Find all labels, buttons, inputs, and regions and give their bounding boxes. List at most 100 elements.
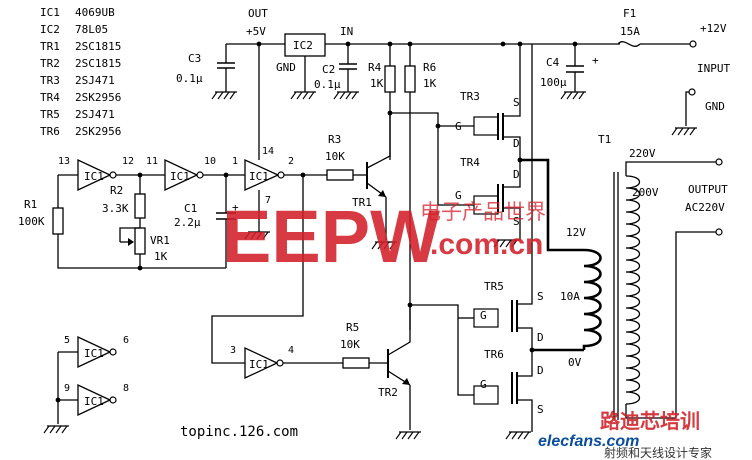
r4-resistor [384, 65, 396, 93]
parts-list-ref: TR4 [40, 91, 60, 104]
tap-200v: 200V [632, 186, 659, 199]
c4-polarity: + [592, 54, 599, 67]
bottom-caption-cn: 射频和天线设计专家 [604, 445, 712, 460]
r1-value: 100K [18, 215, 45, 228]
r6-label: R6 [423, 61, 436, 74]
vr1-potentiometer [134, 227, 146, 255]
eepw-logo: EEPW [222, 195, 440, 278]
parts-list-ref: TR5 [40, 108, 60, 121]
regulator-section: OUT +5V IN GND IC2 C3 0.1μ C2 0.1 [176, 7, 620, 160]
ic1-gate-label: IC1 [170, 170, 190, 183]
ic1-gate-label: IC1 [84, 170, 104, 183]
t1-label: T1 [598, 133, 611, 146]
ground-symbol [290, 91, 317, 100]
pin-label: 14 [262, 146, 274, 157]
pin-label: 3 [230, 345, 236, 356]
gate-label: G [455, 189, 462, 202]
ground-symbol [333, 91, 360, 100]
r3-resistor [326, 169, 354, 181]
eepw-domain: .com.cn [430, 228, 543, 261]
c3-label: C3 [188, 52, 201, 65]
parts-list-ref: TR1 [40, 40, 60, 53]
ic1-gate-label: IC1 [84, 395, 104, 408]
ground-symbol [671, 127, 698, 136]
tr3-label: TR3 [460, 90, 480, 103]
r2-resistor [134, 193, 146, 219]
parts-list-ref: IC1 [40, 6, 60, 19]
supply-section: F1 15A +12V C4 100μ + INPUT GND [540, 7, 730, 136]
source-url: topinc.126.com [180, 424, 298, 440]
ground-symbol [211, 91, 238, 100]
ic1-gate-label: IC1 [249, 358, 269, 371]
pin-label: 6 [123, 335, 129, 346]
c4-label: C4 [546, 56, 560, 69]
tr1-driver: R3 10K TR1 [325, 110, 474, 250]
primary-tap-12v: 12V [566, 226, 586, 239]
gate-label: G [455, 120, 462, 133]
drain-label: D [513, 137, 520, 150]
r2-label: R2 [110, 184, 123, 197]
drain-label: D [537, 331, 544, 344]
parts-list-part: 78L05 [75, 23, 108, 36]
c2-value: 0.1μ [314, 78, 341, 91]
out-voltage-label: +5V [246, 25, 266, 38]
source-label: S [513, 96, 520, 109]
tr2-label: TR2 [378, 386, 398, 399]
pin-label: 13 [58, 156, 70, 167]
primary-winding [582, 248, 602, 350]
r2-value: 3.3K [102, 202, 129, 215]
input-label: INPUT [697, 62, 730, 75]
r3-label: R3 [328, 133, 341, 146]
parts-list-ref: TR2 [40, 57, 60, 70]
parts-list-part: 2SK2956 [75, 125, 121, 138]
pull-up-resistors: R4 1K R6 1K [368, 44, 437, 330]
ic1-gate-label: IC1 [249, 170, 269, 183]
parts-list-part: 2SC1815 [75, 40, 121, 53]
vr1-value: 1K [154, 250, 168, 263]
c3-value: 0.1μ [176, 72, 203, 85]
supply-terminal[interactable] [689, 40, 697, 48]
ground-symbol [43, 425, 70, 434]
tr2-driver: IC1 3 4 R5 10K TR2 [211, 172, 474, 440]
corner-logo-cn: 路迪芯培训 [600, 409, 700, 433]
output-label: OUTPUT [688, 183, 728, 196]
source-label: S [513, 215, 520, 228]
r5-resistor [342, 357, 370, 369]
parts-list-ref: TR6 [40, 125, 60, 138]
parts-list-part: 2SC1815 [75, 57, 121, 70]
parts-list-part: 2SJ471 [75, 74, 115, 87]
ground-symbol [395, 431, 422, 440]
mosfet-stage: TR3 G S D TR4 G D S TR5 G S D TR6 G [455, 44, 584, 440]
pin-label: 1 [232, 156, 238, 167]
ground-symbol [505, 431, 532, 440]
parts-list-part: 2SK2956 [75, 91, 121, 104]
pin-label: 8 [123, 383, 129, 394]
c1-polarity: + [232, 201, 239, 214]
pin-label: 7 [265, 195, 271, 206]
c4-value: 100μ [540, 76, 567, 89]
tr4-label: TR4 [460, 156, 480, 169]
tr5-label: TR5 [484, 280, 504, 293]
vr1-label: VR1 [150, 234, 170, 247]
r6-value: 1K [423, 77, 437, 90]
ic2-label: IC2 [293, 39, 313, 52]
gnd-pin-label: GND [276, 61, 296, 74]
c1-value: 2.2μ [174, 216, 201, 229]
parts-list-part: 4069UB [75, 6, 115, 19]
drain-label: D [513, 168, 520, 181]
fuse-symbol [617, 41, 641, 47]
tr6-label: TR6 [484, 348, 504, 361]
output-terminal-common[interactable] [715, 228, 723, 236]
output-terminal-220v[interactable] [715, 158, 723, 166]
input-gnd-label: GND [705, 100, 725, 113]
parts-list-part: 2SJ471 [75, 108, 115, 121]
r1-label: R1 [24, 198, 37, 211]
input-gnd-terminal[interactable] [688, 88, 696, 96]
parts-list-ref: TR3 [40, 74, 60, 87]
r5-value: 10K [340, 338, 360, 351]
c2-label: C2 [322, 63, 335, 76]
source-label: S [537, 403, 544, 416]
pin-label: 10 [204, 156, 216, 167]
pin-label: 4 [288, 345, 294, 356]
